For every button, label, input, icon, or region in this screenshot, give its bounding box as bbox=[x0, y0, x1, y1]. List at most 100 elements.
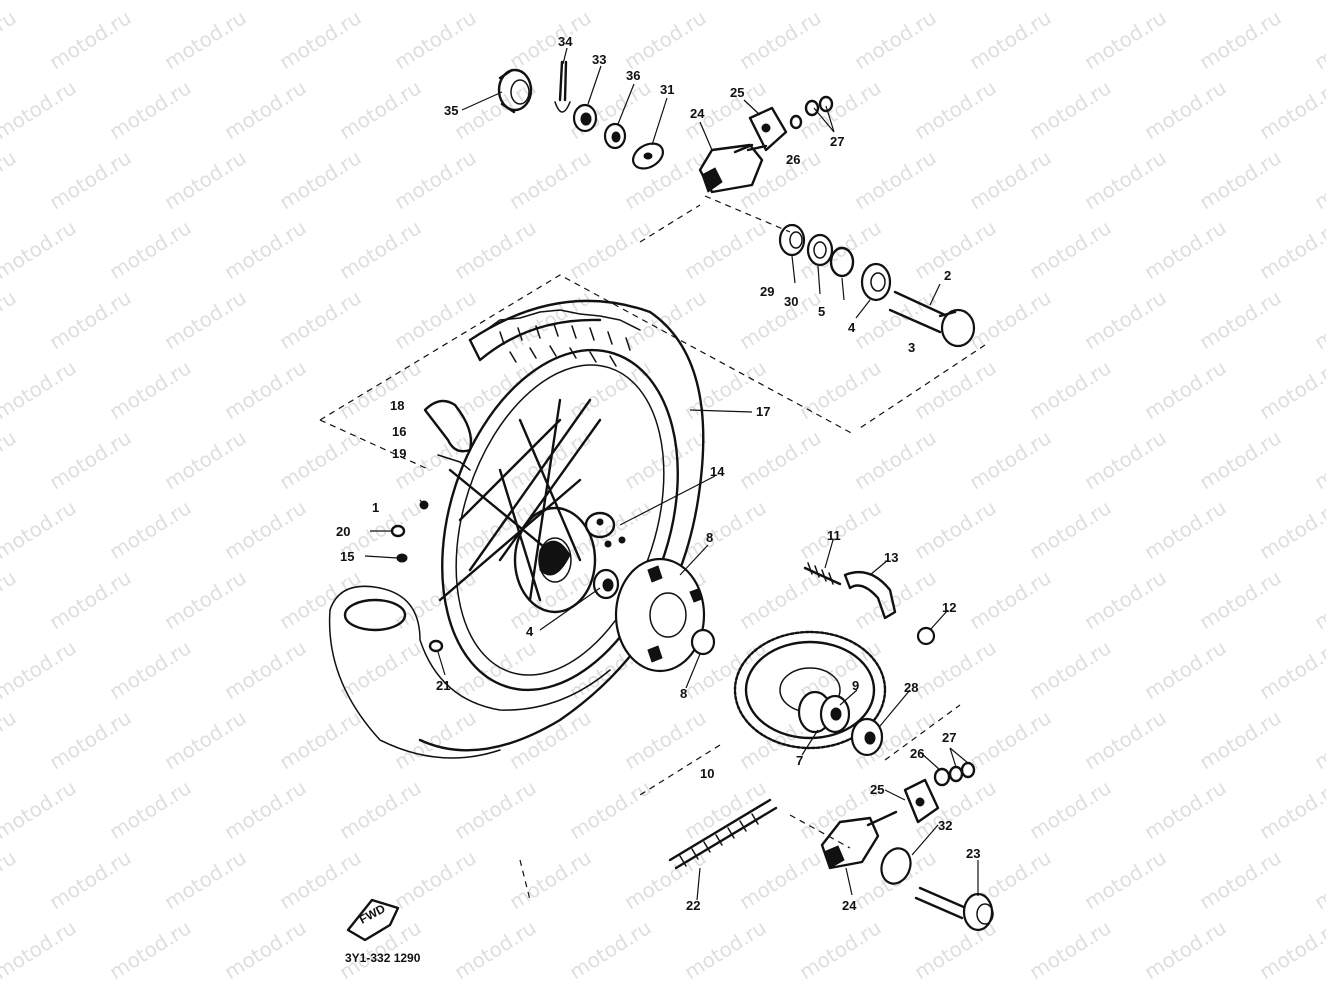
callout-24-lower: 24 bbox=[842, 898, 857, 913]
watermark-text: motod.ru bbox=[1255, 495, 1326, 564]
callout-20: 20 bbox=[336, 524, 350, 539]
watermark-text: motod.ru bbox=[1255, 635, 1326, 704]
watermark-text: motod.ru bbox=[105, 495, 196, 564]
watermark-text: motod.ru bbox=[1140, 0, 1231, 4]
watermark-text: motod.ru bbox=[390, 845, 481, 914]
watermark-text: motod.ru bbox=[335, 635, 426, 704]
watermark-text: motod.ru bbox=[160, 705, 251, 774]
callout-30: 30 bbox=[784, 294, 798, 309]
part-29-collar bbox=[778, 223, 806, 257]
watermark-text: motod.ru bbox=[1255, 215, 1326, 284]
watermark-text: motod.ru bbox=[850, 145, 941, 214]
part-17-tire bbox=[418, 299, 705, 752]
watermark-text: motod.ru bbox=[1310, 845, 1326, 914]
watermark-text: motod.ru bbox=[1025, 775, 1116, 844]
watermark-text: motod.ru bbox=[220, 355, 311, 424]
watermark-text: motod.ru bbox=[335, 355, 426, 424]
watermark-text: motod.ru bbox=[505, 5, 596, 74]
callout-35: 35 bbox=[444, 103, 458, 118]
watermark-text: motod.ru bbox=[910, 215, 1001, 284]
watermark-text: motod.ru bbox=[1255, 915, 1326, 984]
axle-top-assembly bbox=[497, 60, 986, 429]
watermark-text: motod.ru bbox=[735, 5, 826, 74]
watermark-text: motod.ru bbox=[620, 705, 711, 774]
callout-8-upper: 8 bbox=[706, 530, 713, 545]
callout-24-upper: 24 bbox=[690, 106, 705, 121]
watermark-text: motod.ru bbox=[1255, 75, 1326, 144]
part-21-valve bbox=[428, 639, 444, 653]
sprocket-assembly bbox=[614, 557, 961, 796]
part-31-plate-washer bbox=[631, 142, 665, 170]
part-11-bolt bbox=[803, 562, 842, 586]
part-13-lock-washer bbox=[843, 570, 897, 620]
callout-16: 16 bbox=[392, 424, 406, 439]
watermark-text: motod.ru bbox=[335, 75, 426, 144]
watermark-text: motod.ru bbox=[160, 425, 251, 494]
watermark-text: motod.ru bbox=[160, 5, 251, 74]
callout-26-upper: 26 bbox=[786, 152, 800, 167]
watermark-text: motod.ru bbox=[0, 5, 20, 74]
watermark-text: motod.ru bbox=[45, 565, 136, 634]
watermark-text: motod.ru bbox=[0, 145, 20, 214]
watermark-text: motod.ru bbox=[275, 425, 366, 494]
watermark-text: motod.ru bbox=[965, 705, 1056, 774]
callout-2: 2 bbox=[944, 268, 951, 283]
watermark-text: motod.ru bbox=[1310, 705, 1326, 774]
watermark-text: motod.ru bbox=[390, 145, 481, 214]
watermark-text: motod.ru bbox=[1195, 705, 1286, 774]
watermark-text: motod.ru bbox=[0, 285, 20, 354]
watermark-text: motod.ru bbox=[910, 635, 1001, 704]
watermark-text: motod.ru bbox=[390, 285, 481, 354]
callout-22: 22 bbox=[686, 898, 700, 913]
inner-tube bbox=[328, 585, 611, 759]
watermark-text: motod.ru bbox=[0, 425, 20, 494]
callout-27-lower: 27 bbox=[942, 730, 956, 745]
part-9-7-bearing bbox=[797, 690, 851, 734]
part-28-collar bbox=[850, 717, 884, 757]
watermark-text: motod.ru bbox=[565, 775, 656, 844]
watermark-text: motod.ru bbox=[965, 5, 1056, 74]
watermark-text: motod.ru bbox=[1140, 215, 1231, 284]
watermark-text: motod.ru bbox=[450, 775, 541, 844]
watermark-text: motod.ru bbox=[1310, 5, 1326, 74]
part-34-cotter-pin bbox=[554, 60, 571, 113]
watermark-text: motod.ru bbox=[220, 495, 311, 564]
watermark-text: motod.ru bbox=[1080, 845, 1171, 914]
watermark-text: motod.ru bbox=[275, 705, 366, 774]
watermark-text: motod.ru bbox=[220, 775, 311, 844]
watermark-text: motod.ru bbox=[735, 285, 826, 354]
watermark-text: motod.ru bbox=[335, 215, 426, 284]
watermark-text: motod.ru bbox=[1195, 5, 1286, 74]
wheel-assembly bbox=[319, 274, 856, 759]
callout-21: 21 bbox=[436, 678, 450, 693]
callout-26-lower: 26 bbox=[910, 746, 924, 761]
watermark-text: motod.ru bbox=[1195, 145, 1286, 214]
watermark-text: motod.ru bbox=[1080, 565, 1171, 634]
watermark-text: motod.ru bbox=[1080, 145, 1171, 214]
watermark-text: motod.ru bbox=[1140, 75, 1231, 144]
watermark-text: motod.ru bbox=[275, 845, 366, 914]
watermark-text: motod.ru bbox=[45, 425, 136, 494]
watermark-text: motod.ru bbox=[220, 635, 311, 704]
watermark-text: motod.ru bbox=[1310, 285, 1326, 354]
watermark-text: motod.ru bbox=[45, 5, 136, 74]
callout-34: 34 bbox=[558, 34, 573, 49]
watermark-text: motod.ru bbox=[0, 495, 80, 564]
callout-17: 17 bbox=[756, 404, 770, 419]
watermark-text: motod.ru bbox=[105, 775, 196, 844]
watermark-text: motod.ru bbox=[735, 425, 826, 494]
watermark-text: motod.ru bbox=[680, 775, 771, 844]
watermark-text: motod.ru bbox=[1025, 0, 1116, 4]
watermark-text: motod.ru bbox=[220, 75, 311, 144]
callout-25-upper: 25 bbox=[730, 85, 744, 100]
part-22-chain bbox=[668, 798, 778, 870]
watermark-text: motod.ru bbox=[850, 565, 941, 634]
watermark-text: motod.ru bbox=[390, 705, 481, 774]
part-36-washer bbox=[603, 122, 627, 150]
watermark-text: motod.ru bbox=[1255, 775, 1326, 844]
watermark-text: motod.ru bbox=[1255, 0, 1326, 4]
watermark-text: motod.ru bbox=[1080, 705, 1171, 774]
watermark-text: motod.ru bbox=[565, 215, 656, 284]
part-35-cap bbox=[497, 68, 533, 114]
callout-labels: 35 34 33 36 31 24 25 26 27 29 30 5 4 2 3… bbox=[336, 34, 980, 913]
